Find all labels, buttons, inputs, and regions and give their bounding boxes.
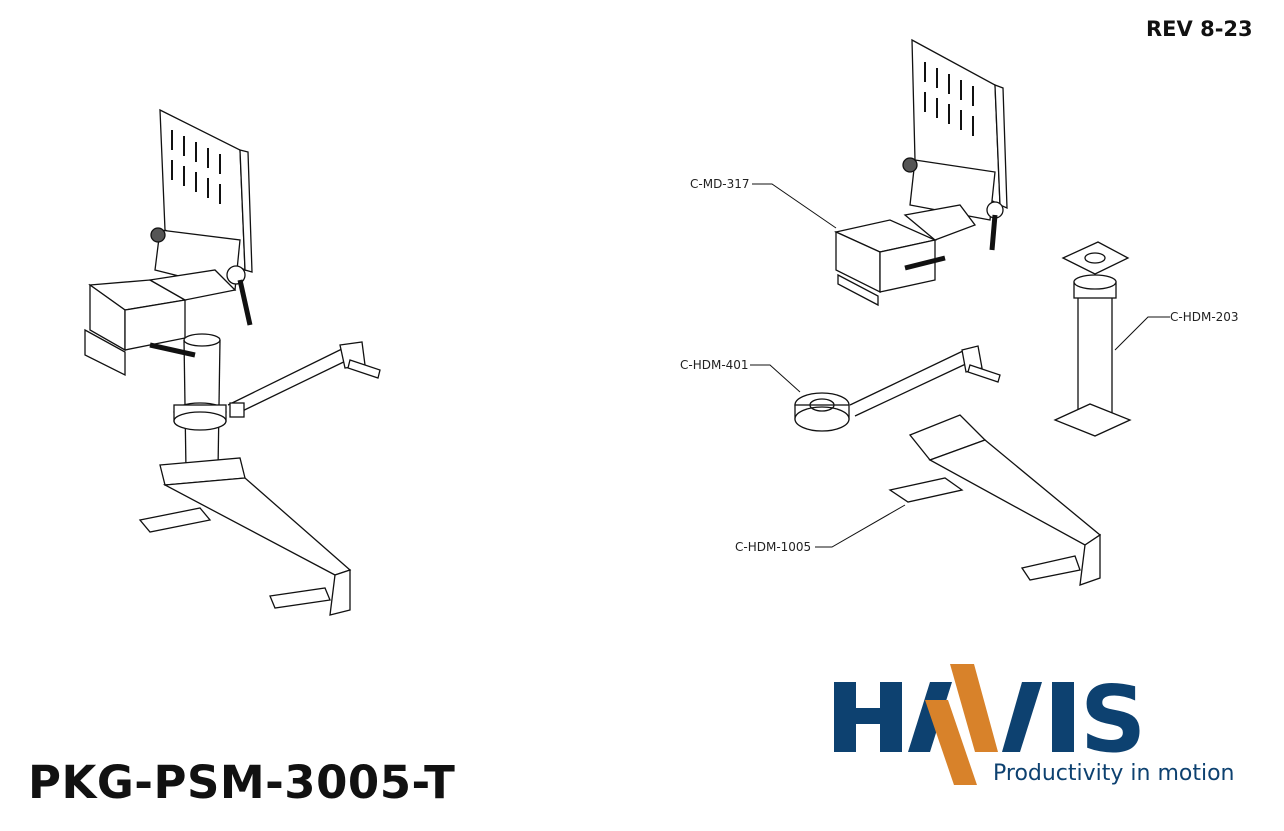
part-number-title: PKG-PSM-3005-T (28, 756, 456, 809)
logo-graphic: S (834, 664, 1146, 785)
logo-tagline: Productivity in motion (993, 761, 1235, 786)
callout-c-hdm-1005: C-HDM-1005 (735, 540, 812, 554)
revision-label: REV 8-23 (1146, 17, 1253, 41)
callout-c-md-317: C-MD-317 (690, 177, 750, 191)
exploded-view (750, 38, 1170, 586)
callout-c-hdm-203: C-HDM-203 (1170, 310, 1239, 324)
callout-c-hdm-401: C-HDM-401 (680, 358, 749, 372)
havis-logo: S Productivity in motion (830, 660, 1240, 790)
assembled-view (84, 108, 381, 616)
svg-text:S: S (1080, 666, 1146, 773)
